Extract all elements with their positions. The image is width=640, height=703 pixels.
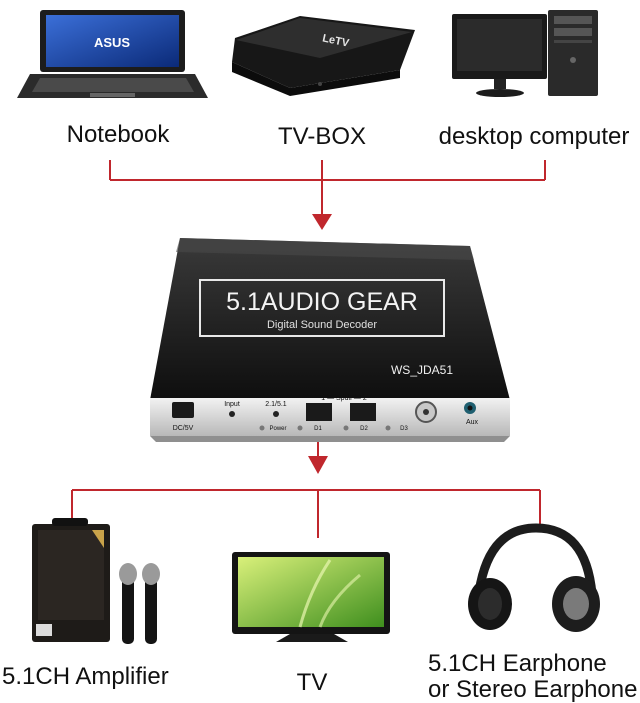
arrow-down-icon xyxy=(312,214,332,230)
aux-label: Aux xyxy=(466,419,479,426)
spdif-port-1 xyxy=(306,403,332,421)
notebook-brand: ASUS xyxy=(94,35,130,50)
decoder-title: 5.1AUDIO GEAR xyxy=(226,288,418,316)
microphone-1 xyxy=(122,576,134,644)
d3-led xyxy=(385,425,391,431)
spdif-port-2 xyxy=(350,403,376,421)
output-label-earphone-line2: or Stereo Earphone xyxy=(428,676,638,703)
d1-label: D1 xyxy=(314,426,322,432)
decoder-title-frame xyxy=(199,279,445,337)
spdif-label: 1 — Spdif — 2 xyxy=(321,395,367,402)
power-label: Power xyxy=(269,426,286,432)
source-label-tvbox: TV-BOX xyxy=(277,123,367,150)
input-label: Input xyxy=(224,401,240,408)
bottom-connector xyxy=(71,438,541,538)
d2-led xyxy=(343,425,349,431)
d2-label: D2 xyxy=(360,426,368,432)
source-label-notebook: Notebook xyxy=(66,121,170,148)
tv-illustration xyxy=(232,552,390,642)
decoder-subtitle: Digital Sound Decoder xyxy=(267,319,377,331)
mode-button xyxy=(273,411,279,417)
decoder-illustration: 5.1AUDIO GEAR Digital Sound Decoder WS_J… xyxy=(150,238,510,442)
d1-led xyxy=(297,425,303,431)
top-connector xyxy=(109,160,546,218)
output-label-earphone-line1: 5.1CH Earphone xyxy=(428,650,607,677)
input-button xyxy=(229,411,235,417)
power-led xyxy=(259,425,265,431)
tvbox-brand: LeTV xyxy=(321,32,350,49)
decoder-model: WS_JDA51 xyxy=(391,363,453,377)
dc-port-label: DC/5V xyxy=(173,425,194,432)
dc-port xyxy=(172,402,194,418)
output-label-tv: TV xyxy=(296,669,328,696)
desktop-illustration xyxy=(452,10,598,97)
source-label-desktop: desktop computer xyxy=(438,123,630,150)
amplifier-illustration xyxy=(32,518,160,644)
arrow-down-icon xyxy=(308,456,328,474)
d3-label: D3 xyxy=(400,426,408,432)
headphones-illustration xyxy=(468,523,600,632)
notebook-illustration: ASUS xyxy=(17,10,208,98)
output-label-amplifier: 5.1CH Amplifier xyxy=(2,663,169,690)
mode-label: 2.1/5.1 xyxy=(265,401,287,408)
microphone-2 xyxy=(145,576,157,644)
tvbox-illustration: LeTV xyxy=(232,16,415,96)
